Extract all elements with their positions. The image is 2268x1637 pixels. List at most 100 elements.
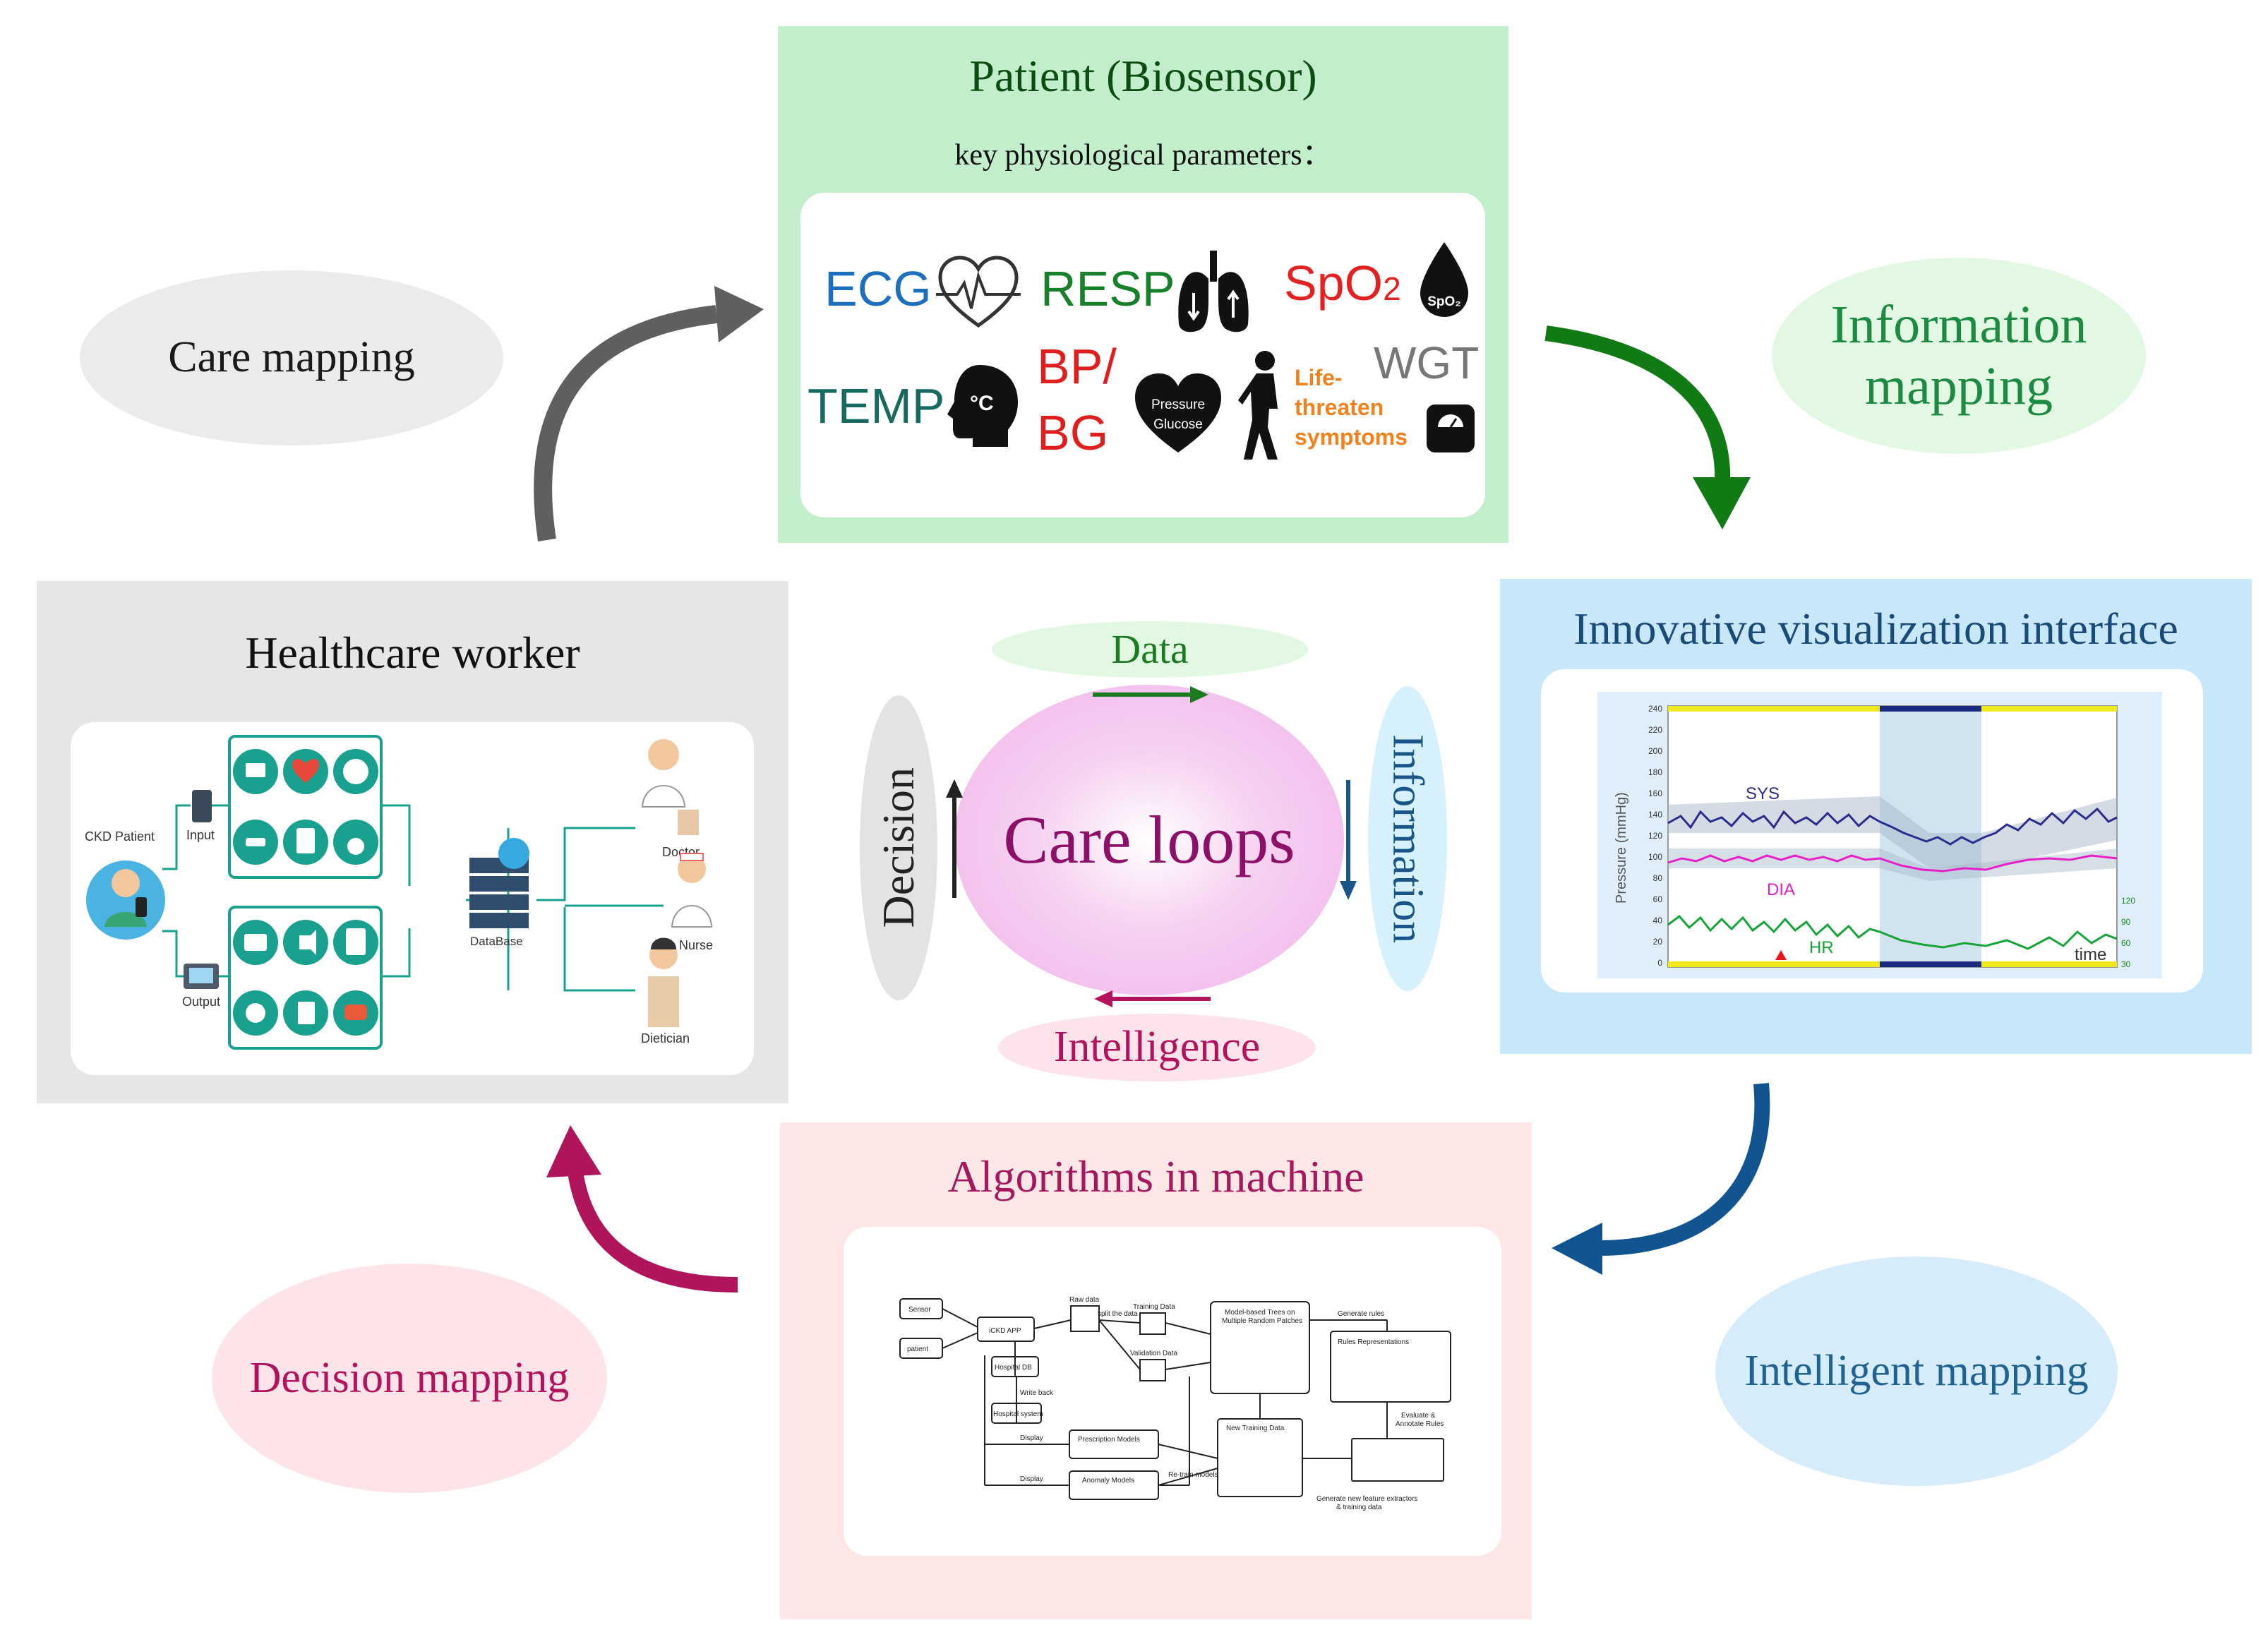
y-tick-220: 220 <box>1648 725 1662 735</box>
dia-line <box>1667 854 2118 873</box>
y-tick-0: 0 <box>1657 958 1662 968</box>
decision-mapping-text: Decision mapping <box>249 1353 570 1402</box>
patient-subtitle: key physiological parameters： <box>954 139 1332 172</box>
healthcare-title: Healthcare worker <box>245 628 580 678</box>
display-label-2: Display <box>1020 1475 1043 1483</box>
r-tick-120: 120 <box>2121 896 2135 906</box>
database-icon <box>469 838 529 928</box>
dia-series-label: DIA <box>1767 880 1795 899</box>
split-data-label: split the data <box>1098 1310 1138 1318</box>
bp-label: BP/ <box>1037 339 1117 394</box>
sensor-node: Sensor <box>908 1306 931 1314</box>
decision-loop-arrowhead <box>946 779 963 798</box>
patient-title: Patient (Biosensor) <box>969 51 1317 101</box>
spo2-badge: SpO₂ <box>1427 294 1461 309</box>
y-tick-160: 160 <box>1648 788 1662 798</box>
blood-pressure-chart: 240 220 200 180 160 140 120 100 80 60 40… <box>1597 692 2162 978</box>
y-tick-200: 200 <box>1648 746 1662 756</box>
hospital-system-node: Hospital system <box>993 1410 1043 1418</box>
intelligence-loop-arrowhead <box>1094 990 1112 1007</box>
patient-label: CKD Patient <box>85 829 155 844</box>
blue-curved-arrow <box>1595 1083 1770 1257</box>
raw-data-node: Raw data <box>1069 1296 1100 1304</box>
algorithms-panel: Algorithms in machine <box>780 1122 1532 1619</box>
intelligent-mapping-label: Intelligent mapping <box>1715 1257 2118 1486</box>
care-loops-core: Care loops <box>954 685 1344 995</box>
output-label: Output <box>182 995 220 1009</box>
life-line2: threaten <box>1295 395 1384 420</box>
algorithm-node-labels: Sensor patient iCKD APP Hospital DB Hosp… <box>907 1296 1444 1511</box>
life-line1: Life- <box>1295 365 1343 390</box>
model-node-line2: Multiple Random Patches <box>1222 1317 1302 1325</box>
gray-curved-arrow <box>534 305 718 541</box>
sys-line <box>1667 807 2118 846</box>
patient-node: patient <box>907 1345 928 1353</box>
doctor-avatar <box>648 739 679 770</box>
nurse-label: Nurse <box>679 938 713 952</box>
y-tick-60: 60 <box>1653 894 1663 904</box>
intelligence-loop-label: Intelligence <box>998 1014 1316 1081</box>
data-loop-text: Data <box>1111 625 1189 672</box>
spo2-sub-text: 2 <box>1383 270 1401 307</box>
prescription-node: Prescription Models <box>1078 1436 1140 1444</box>
dietician-label: Dietician <box>641 1031 690 1045</box>
ecg-label: ECG <box>824 261 932 316</box>
evaluate-label-line2: Annotate Rules <box>1396 1420 1444 1428</box>
y-tick-180: 180 <box>1648 767 1662 777</box>
information-loop-label: Information <box>1368 686 1447 991</box>
biosensor-parameter-card: ECG RESP SpO2 SpO₂ TEMP °C BP/ BG P <box>800 193 1485 517</box>
visualization-interface-panel: Innovative visualization interface 240 2… <box>1500 579 2252 1054</box>
generate-rules-label: Generate rules <box>1338 1310 1384 1318</box>
ckd-app-node: iCKD APP <box>989 1327 1021 1335</box>
life-line3: symptoms <box>1295 424 1408 450</box>
wgt-label: WGT <box>1374 337 1480 388</box>
information-mapping-text: Information mapping <box>1830 294 2087 418</box>
y-tick-140: 140 <box>1648 810 1662 820</box>
phone-icon <box>192 790 212 822</box>
spo2-main-text: SpO <box>1284 256 1384 311</box>
scale-icon <box>1427 404 1475 452</box>
person-symptoms-icon <box>1238 351 1278 460</box>
green-curved-arrow <box>1544 325 1731 484</box>
maroon-arrowhead <box>546 1125 601 1177</box>
hospital-db-node: Hospital DB <box>995 1364 1032 1372</box>
gray-arrowhead <box>714 286 764 342</box>
validation-data-node: Validation Data <box>1130 1350 1178 1357</box>
chart-y-axis-label: Pressure (mmHg) <box>1614 792 1629 904</box>
algorithms-title: Algorithms in machine <box>947 1151 1364 1201</box>
intelligent-mapping-text: Intelligent mapping <box>1744 1346 2089 1395</box>
decision-mapping-label: Decision mapping <box>212 1264 607 1493</box>
generate-new-label-line2: & training data <box>1336 1504 1382 1511</box>
y-tick-40: 40 <box>1653 916 1663 925</box>
new-training-node: New Training Data <box>1226 1425 1285 1432</box>
y-tick-100: 100 <box>1648 852 1662 862</box>
temp-label: TEMP <box>808 378 945 433</box>
r-tick-90: 90 <box>2121 917 2131 927</box>
output-services-frame <box>228 906 383 1050</box>
chart-y-ticks: 240 220 200 180 160 140 120 100 80 60 40… <box>1648 704 1662 968</box>
write-back-label: Write back <box>1020 1389 1054 1397</box>
data-loop-arrowhead <box>1190 686 1208 703</box>
healthcare-worker-panel: Healthcare worker CKD Patient Input Outp… <box>37 581 788 1103</box>
head-temperature-icon <box>947 365 1018 447</box>
healthcare-workflow-diagram: CKD Patient Input Output <box>85 735 713 1050</box>
chart-x-axis-label: time <box>2075 945 2106 964</box>
information-loop-arrowhead <box>1340 881 1357 900</box>
display-label: Display <box>1020 1434 1043 1442</box>
patient-avatar <box>86 861 165 940</box>
bg-label: BG <box>1037 405 1109 460</box>
r-tick-60: 60 <box>2121 938 2131 948</box>
resp-label: RESP <box>1040 261 1175 316</box>
retrain-label: Re-train models <box>1168 1471 1218 1479</box>
heart-pressure-glucose-icon <box>1135 373 1221 452</box>
spo2-label: SpO2 <box>1284 255 1401 311</box>
drop-icon <box>1420 242 1468 317</box>
rules-node: Rules Representations <box>1338 1338 1409 1346</box>
sys-series-label: SYS <box>1746 784 1780 803</box>
y-tick-80: 80 <box>1653 873 1663 883</box>
input-services-frame <box>228 735 383 879</box>
care-loops-title: Care loops <box>1003 801 1295 877</box>
maroon-curved-arrow <box>568 1170 738 1293</box>
blue-arrowhead <box>1552 1223 1602 1275</box>
